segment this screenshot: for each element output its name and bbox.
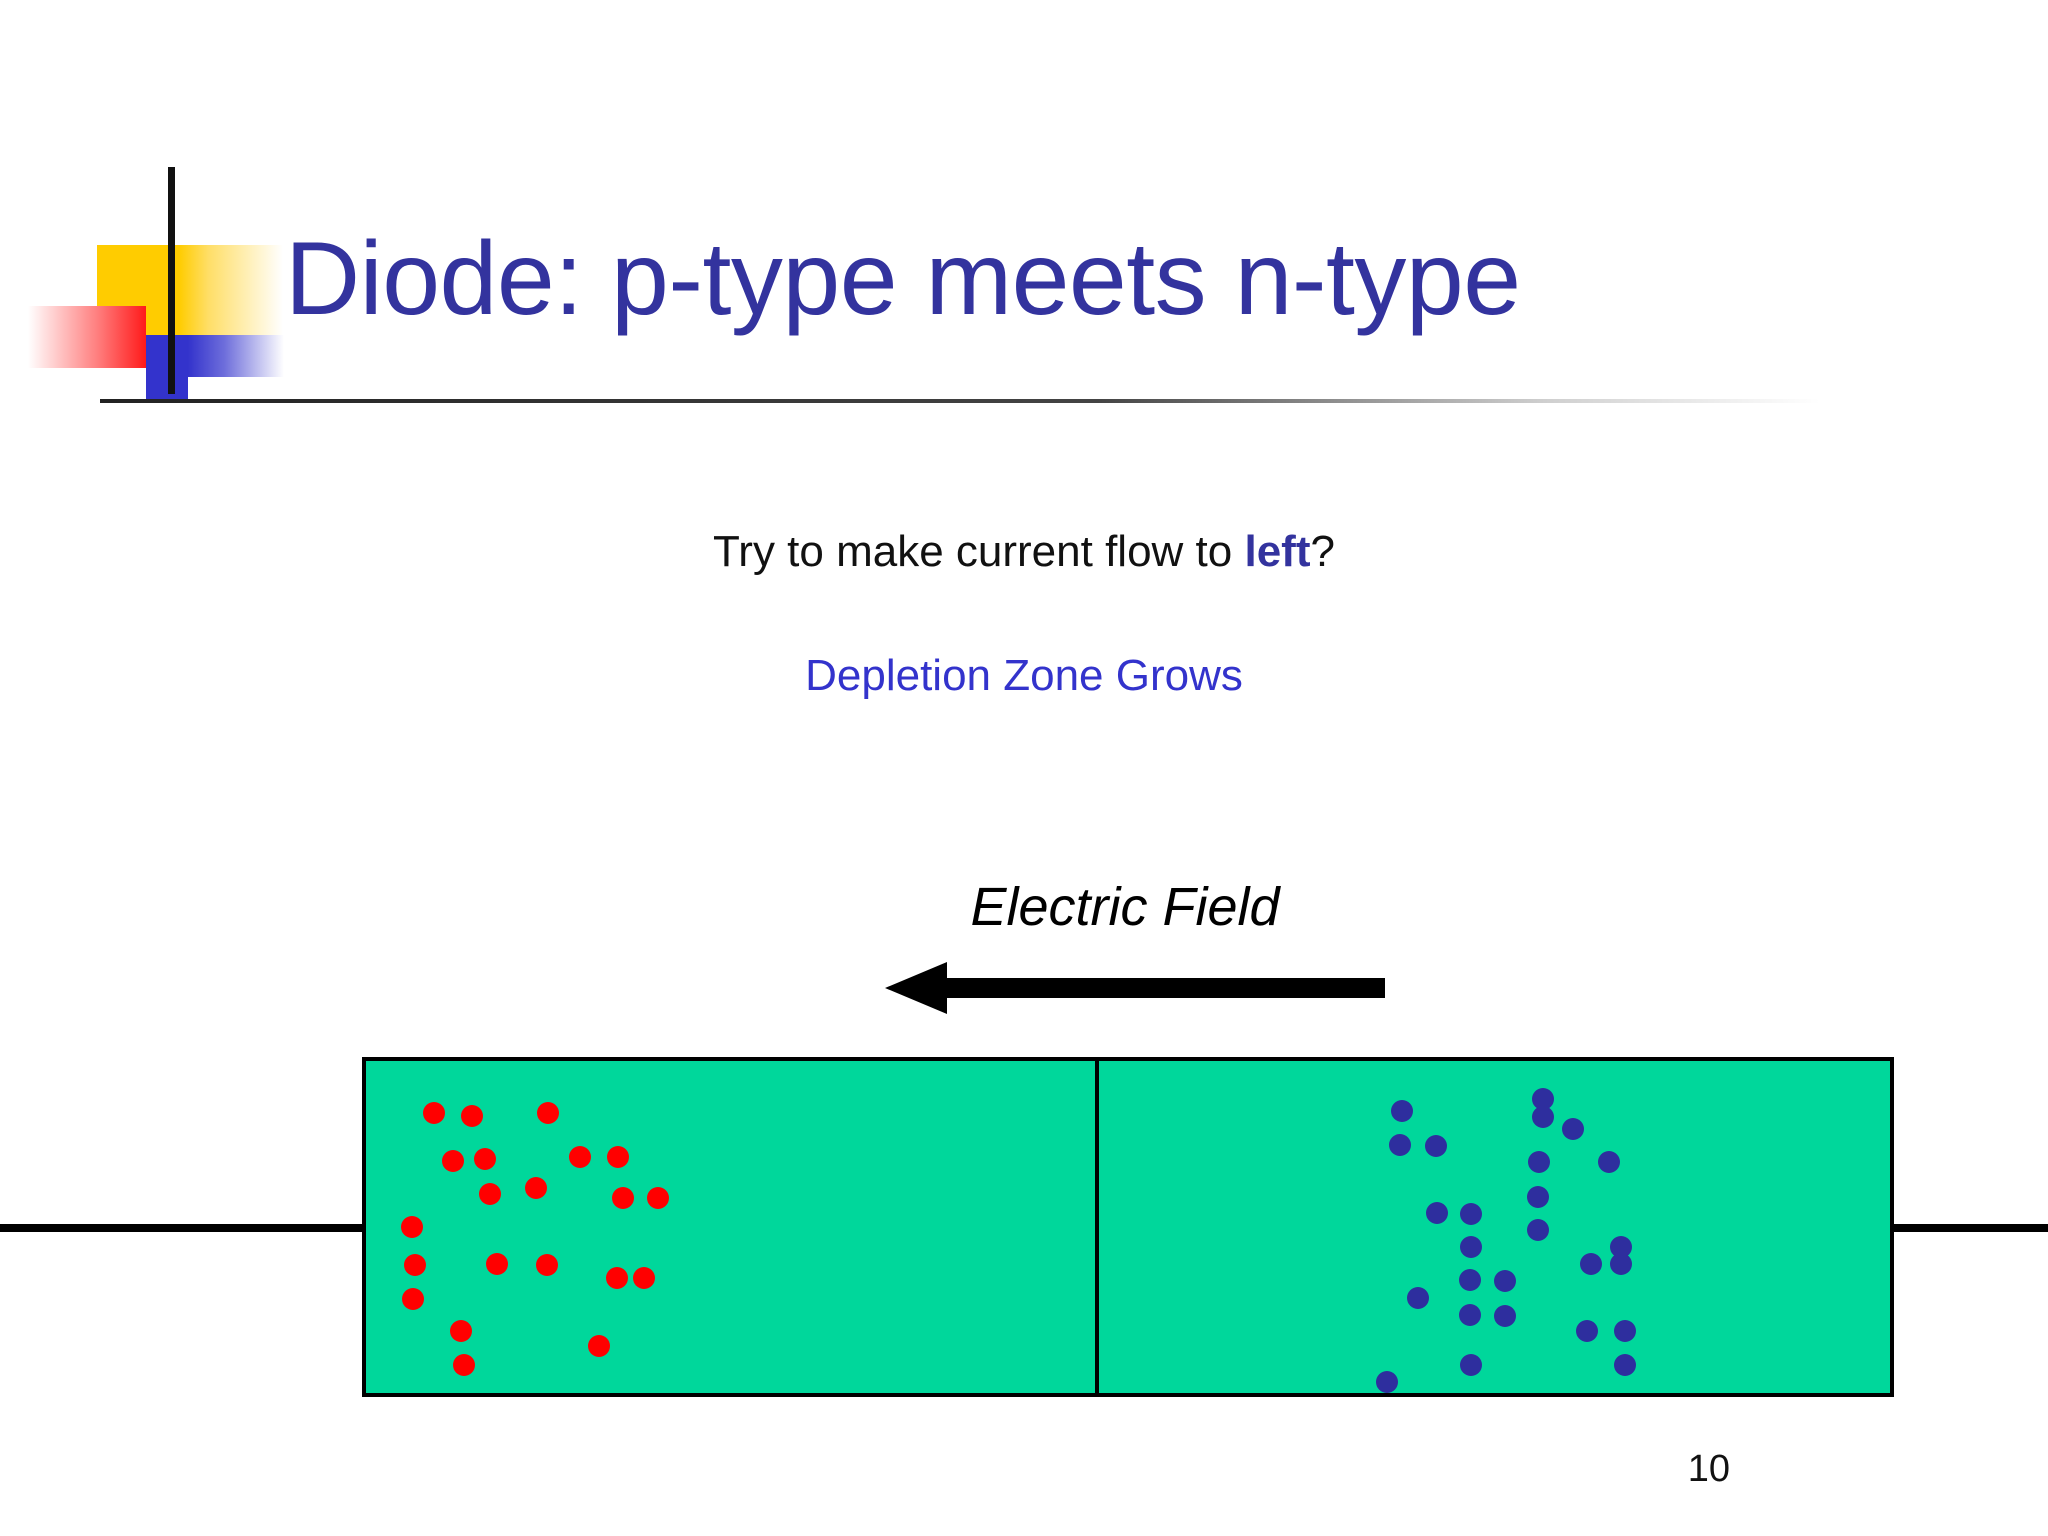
electron-carrier [1532,1088,1554,1110]
electron-carrier [1580,1253,1602,1275]
question-suffix: ? [1310,527,1335,576]
page-number: 10 [1687,1448,1730,1490]
electric-field-arrow-icon [885,962,1385,1014]
logo-blue-square [146,335,188,400]
hole-carrier [404,1254,426,1276]
hole-carrier [486,1253,508,1275]
hole-carrier [461,1105,483,1127]
question-prefix: Try to make current flow to [713,527,1245,576]
electron-carrier [1532,1106,1554,1128]
electron-carrier [1614,1320,1636,1342]
electron-carrier [1598,1151,1620,1173]
electron-carrier [1562,1118,1584,1140]
electron-carrier [1425,1135,1447,1157]
hole-carrier [479,1183,501,1205]
junction-line [1095,1061,1099,1393]
wire-lead-left [0,1224,366,1232]
hole-carrier [450,1320,472,1342]
hole-carrier [588,1335,610,1357]
hole-carrier [442,1150,464,1172]
electron-carrier [1376,1371,1398,1393]
hole-carrier [453,1354,475,1376]
electron-carrier [1528,1151,1550,1173]
hole-carrier [607,1146,629,1168]
electron-carrier [1389,1134,1411,1156]
page-title: Diode: p-type meets n-type [285,221,1521,337]
hole-carrier [423,1102,445,1124]
hole-carrier [612,1187,634,1209]
electron-carrier [1407,1287,1429,1309]
hole-carrier [633,1267,655,1289]
logo-red-gradient [28,306,146,368]
electron-carrier [1494,1270,1516,1292]
template-logo [0,150,300,400]
electron-carrier [1459,1269,1481,1291]
wire-lead-right [1892,1224,2048,1232]
logo-blue-gradient [188,335,284,377]
hole-carrier [401,1216,423,1238]
hole-carrier [536,1254,558,1276]
title-underline-rule [100,399,1820,403]
hole-carrier [569,1146,591,1168]
logo-vertical-line [168,167,175,394]
electron-carrier [1576,1320,1598,1342]
electron-carrier [1494,1305,1516,1327]
logo-yellow-gradient [179,245,283,335]
depletion-zone-line: Depletion Zone Grows [805,651,1243,700]
hole-carrier [537,1102,559,1124]
question-line: Try to make current flow to left? [0,527,2048,577]
hole-carrier [474,1148,496,1170]
hole-carrier [525,1177,547,1199]
electron-carrier [1527,1186,1549,1208]
hole-carrier [606,1267,628,1289]
electron-carrier [1460,1354,1482,1376]
electron-carrier [1610,1236,1632,1258]
diode-body [362,1057,1894,1397]
electron-carrier [1610,1253,1632,1275]
electric-field-label: Electric Field [970,877,1280,937]
hole-carrier [647,1187,669,1209]
electron-carrier [1460,1203,1482,1225]
electron-carrier [1391,1100,1413,1122]
electron-carrier [1460,1236,1482,1258]
electron-carrier [1426,1202,1448,1224]
electron-carrier [1459,1304,1481,1326]
electron-carrier [1614,1354,1636,1376]
electron-carrier [1527,1219,1549,1241]
question-highlight: left [1244,527,1311,576]
hole-carrier [402,1288,424,1310]
